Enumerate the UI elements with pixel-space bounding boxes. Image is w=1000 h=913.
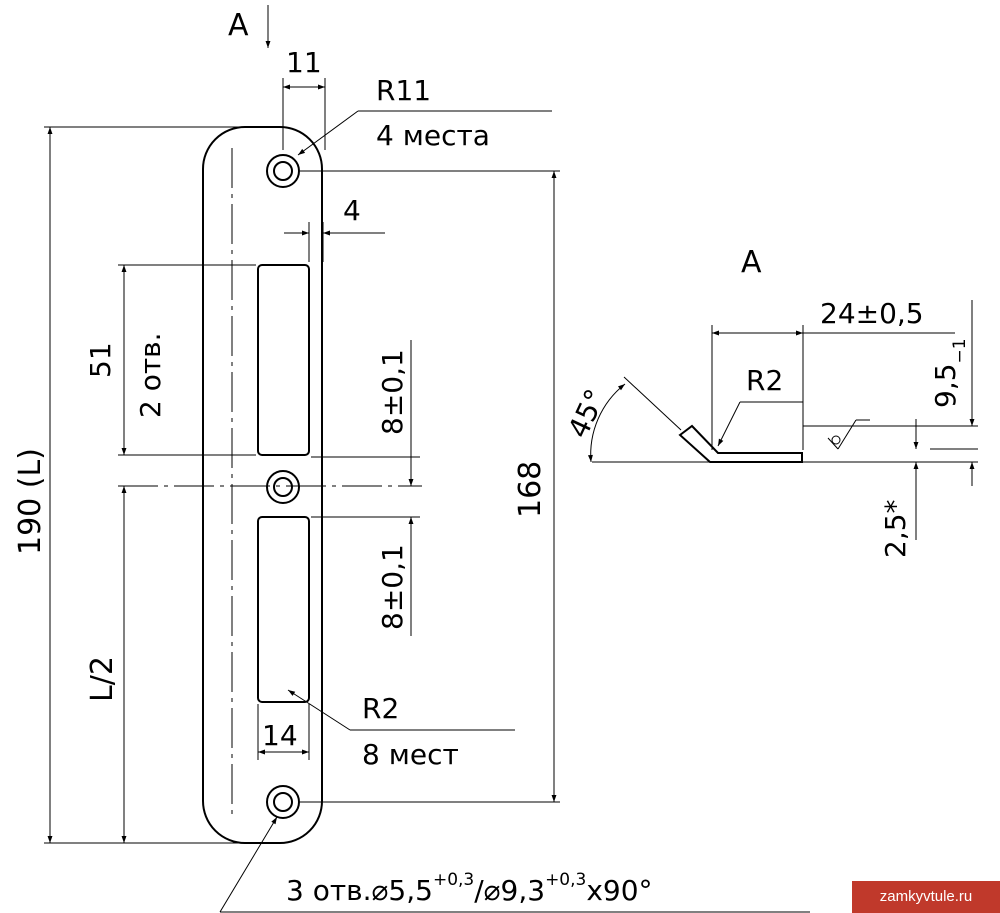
slot-radius-count-label: 8 мест [362, 738, 459, 771]
height-label: 9,5−1 [929, 338, 970, 408]
holes-note-part2: /⌀9,3 [474, 874, 545, 907]
slot-width-label: 14 [262, 719, 298, 752]
overall-length-label: 190 (L) [13, 448, 48, 555]
drawing-labels: A 11 R11 4 места 4 51 2 отв. 190 (L) L/2… [13, 8, 970, 907]
height-base: 9,5 [929, 363, 962, 408]
plate-outline [202, 126, 323, 844]
view-marker-label: A [228, 8, 249, 43]
edge-offset-label: 4 [343, 194, 361, 227]
holes-tol1: +0,3 [433, 870, 474, 890]
corner-count-label: 4 места [376, 119, 490, 152]
top-hole [266, 154, 300, 188]
gap-bottom-label: 8±0,1 [376, 544, 409, 630]
holes-note-part3: x90° [586, 874, 652, 907]
height-tol: −1 [950, 338, 970, 363]
slot-length-label: 51 [84, 342, 117, 378]
slot-radius-label: R2 [362, 692, 399, 725]
front-view-dimensions [44, 5, 810, 913]
corner-radius-label: R11 [376, 74, 431, 107]
upper-slot [257, 264, 310, 456]
bend-radius-label: R2 [746, 364, 783, 397]
gap-top-label: 8±0,1 [376, 349, 409, 435]
thickness-label: 2,5* [879, 499, 912, 558]
watermark-badge: zamkyvtule.ru [852, 881, 1000, 913]
watermark-text: zamkyvtule.ru [879, 888, 973, 905]
holes-tol2: +0,3 [545, 870, 586, 890]
bottom-hole [266, 785, 300, 819]
middle-hole [266, 470, 300, 504]
flange-length-label: 24±0,5 [820, 297, 924, 330]
side-view-dimensions [587, 300, 978, 540]
view-title-label: A [741, 245, 762, 280]
hole-spacing-label: 168 [513, 461, 548, 518]
side-profile-view [678, 424, 803, 463]
strike-plate-front-view [118, 126, 422, 844]
holes-note-part1: 3 отв.⌀5,5 [286, 874, 433, 907]
lower-slot [257, 516, 310, 703]
slot-count-label: 2 отв. [134, 332, 167, 418]
bent-profile [678, 424, 803, 463]
half-length-label: L/2 [85, 656, 120, 702]
angle-label: 45° [561, 384, 612, 443]
holes-note-label: 3 отв.⌀5,5+0,3/⌀9,3+0,3x90° [286, 870, 653, 907]
dim-width-label: 11 [286, 46, 322, 79]
surface-finish-icon [827, 419, 870, 450]
